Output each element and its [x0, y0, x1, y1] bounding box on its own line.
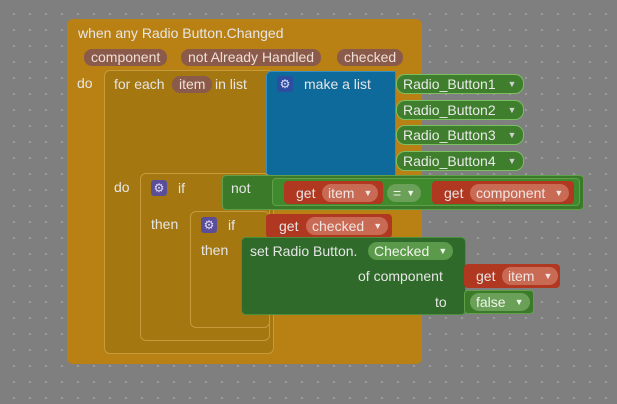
chevron-down-icon: ▼ — [514, 297, 524, 307]
chevron-down-icon: ▼ — [554, 188, 564, 198]
for-each-do-label: do — [114, 179, 130, 195]
chevron-down-icon[interactable]: ▼ — [507, 130, 517, 140]
to-label: to — [435, 294, 447, 310]
chevron-down-icon: ▼ — [438, 246, 448, 256]
outer-then-label: then — [151, 216, 179, 232]
for-each-var[interactable]: item — [172, 76, 213, 93]
gear-icon[interactable]: ⚙ — [277, 76, 293, 92]
outer-if-label: if — [178, 180, 185, 196]
event-block-body — [67, 70, 107, 360]
radio-button-4-label: Radio_Button4 — [403, 153, 496, 169]
var-checked-dropdown[interactable]: checked ▼ — [306, 217, 389, 235]
radio-button-3-label: Radio_Button3 — [403, 127, 496, 143]
event-title: when any Radio Button.Changed — [78, 25, 284, 41]
for-each-prefix: for each — [114, 76, 165, 92]
radio-button-4-block[interactable]: Radio_Button4 ▼ — [396, 151, 524, 171]
chevron-down-icon: ▼ — [363, 188, 373, 198]
get-checked-label: get — [279, 218, 299, 234]
inner-then-label: then — [201, 242, 229, 258]
var-checked-value: checked — [312, 218, 365, 234]
inner-if-label: if — [228, 217, 235, 233]
not-label: not — [231, 180, 251, 196]
gear-icon[interactable]: ⚙ — [201, 217, 217, 233]
get-item-label: get — [296, 185, 316, 201]
param-not-already-handled[interactable]: not Already Handled — [181, 49, 322, 66]
param-checked[interactable]: checked — [337, 49, 404, 66]
operator-value: = — [393, 185, 402, 201]
gear-icon[interactable]: ⚙ — [151, 180, 167, 196]
make-list-connector — [386, 71, 396, 179]
for-each-suffix: in list — [215, 76, 247, 92]
radio-button-2-label: Radio_Button2 — [403, 102, 496, 118]
property-value: Checked — [374, 243, 430, 259]
radio-button-2-block[interactable]: Radio_Button2 ▼ — [396, 100, 524, 120]
make-list-label: make a list — [304, 76, 371, 92]
get-component-label: get — [444, 185, 464, 201]
get-item-set-label: get — [476, 268, 496, 284]
var-item-set-value: item — [508, 268, 535, 284]
param-component[interactable]: component — [84, 49, 168, 66]
chevron-down-icon: ▼ — [543, 271, 553, 281]
var-item-value: item — [328, 185, 355, 201]
chevron-down-icon: ▼ — [406, 188, 416, 198]
false-value: false — [476, 294, 506, 310]
chevron-down-icon[interactable]: ▼ — [507, 105, 517, 115]
property-dropdown[interactable]: Checked ▼ — [368, 242, 454, 260]
chevron-down-icon: ▼ — [373, 221, 383, 231]
false-dropdown[interactable]: false ▼ — [470, 293, 530, 311]
var-item-set-dropdown[interactable]: item ▼ — [502, 267, 559, 285]
chevron-down-icon[interactable]: ▼ — [507, 156, 517, 166]
radio-button-1-block[interactable]: Radio_Button1 ▼ — [396, 74, 524, 94]
set-prefix-label: set Radio Button. — [250, 243, 358, 259]
var-component-value: component — [476, 185, 546, 201]
of-component-label: of component — [358, 268, 443, 284]
event-do-label: do — [77, 75, 93, 91]
chevron-down-icon[interactable]: ▼ — [507, 79, 517, 89]
var-item-dropdown[interactable]: item ▼ — [322, 184, 379, 202]
radio-button-1-label: Radio_Button1 — [403, 76, 496, 92]
var-component-dropdown[interactable]: component ▼ — [470, 184, 570, 202]
radio-button-3-block[interactable]: Radio_Button3 ▼ — [396, 125, 524, 145]
operator-dropdown[interactable]: =▼ — [387, 184, 422, 202]
